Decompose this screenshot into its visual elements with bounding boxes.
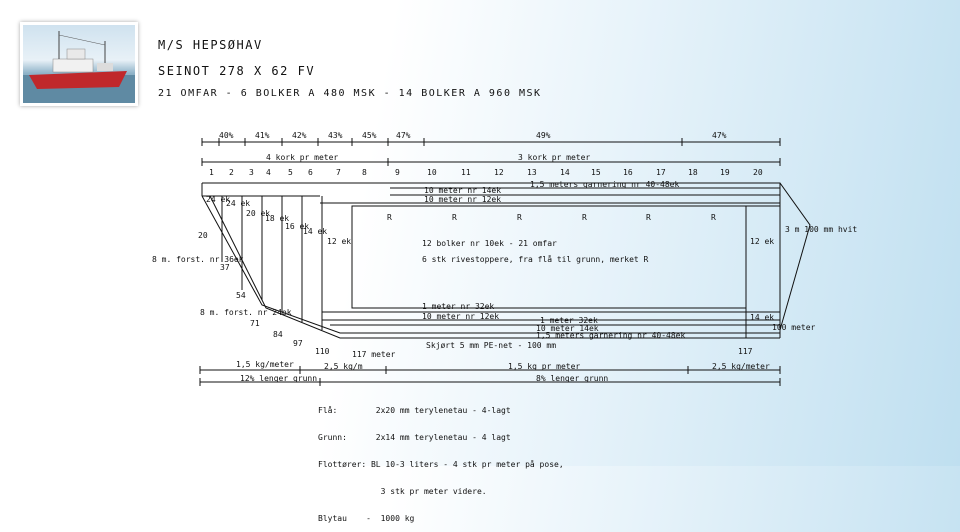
spec-line: Flottører: BL 10-3 liters - 4 stk pr met… [318, 460, 564, 469]
left-label-71: 71 [250, 319, 260, 328]
pct-label: 42% [292, 131, 307, 140]
right-end-label: 3 m 100 mm hvit [785, 225, 857, 234]
vessel-photo-illustration [23, 31, 135, 103]
spec-line: 3 stk pr meter videre. [318, 487, 487, 496]
bottom-line-14ek: 10 meter 14ek [536, 324, 599, 333]
garnering-bottom-label: 1,5 meters garnering nr 40-48ek [536, 331, 685, 340]
spec-line: Flå: 2x20 mm terylenetau - 4-lagt [318, 406, 511, 415]
garnering-top-label: 1,5 meters garnering nr 40-48ek [530, 180, 679, 189]
weight-label: 1,5 kg/meter [236, 360, 294, 369]
section-number: 20 [753, 168, 763, 177]
net-details: 21 OMFAR - 6 BOLKER A 480 MSK - 14 BOLKE… [158, 88, 542, 99]
vessel-name: M/S HEPSØHAV [158, 38, 263, 52]
wing-label: 18 ek [265, 214, 289, 223]
section-number: 6 [308, 168, 313, 177]
length-117-right: 117 [738, 347, 753, 356]
weight-label: 1,5 kg pr meter [508, 362, 580, 371]
cork-right-label: 3 kork pr meter [518, 153, 590, 162]
section-number: 17 [656, 168, 666, 177]
section-number: 4 [266, 168, 271, 177]
spec-line: Blytau - 1000 kg [318, 514, 415, 523]
wing-label: 16 ek [285, 222, 309, 231]
right-14ek-label: 14 ek [750, 313, 774, 322]
pct-label: 47% [396, 131, 411, 140]
rivestopper-marker: R [582, 213, 587, 222]
pct-label: 40% [219, 131, 234, 140]
left-label-110: 110 [315, 347, 330, 356]
rivestopper-marker: R [452, 213, 457, 222]
section-number: 8 [362, 168, 367, 177]
section-number: 11 [461, 168, 471, 177]
rivestopper-marker: R [646, 213, 651, 222]
wing-label: 24 ek [226, 199, 250, 208]
center-text-bolker: 12 bolker nr 10ek - 21 omfar [422, 239, 557, 248]
bottom-line-32ek: 1 meter nr 32ek [422, 302, 494, 311]
section-number: 5 [288, 168, 293, 177]
rivestopper-marker: R [517, 213, 522, 222]
section-number: 3 [249, 168, 254, 177]
left-label-54: 54 [236, 291, 246, 300]
pct-label: 41% [255, 131, 270, 140]
cork-left-label: 4 kork pr meter [266, 153, 338, 162]
section-numbers: 1 2 3 4 5 6 7 8 9 10 11 12 13 14 15 16 1… [209, 168, 763, 177]
rivestopper-markers: R R R R R R [387, 213, 716, 222]
section-number: 9 [395, 168, 400, 177]
wing-label: 20 ek [246, 209, 270, 218]
bottom-line-32ek-b: 1 meter 32ek [540, 316, 598, 325]
forst-bottom-label: 8 m. forst. nr 24ek [200, 308, 292, 317]
grunn-right-label: 8% lenger grunn [536, 374, 608, 383]
section-number: 18 [688, 168, 698, 177]
left-label-97: 97 [293, 339, 303, 348]
top-line-12ek: 10 meter nr 12ek [424, 195, 501, 204]
left-label-84: 84 [273, 330, 283, 339]
section-number: 2 [229, 168, 234, 177]
wing-label: 12 ek [327, 237, 351, 246]
section-number: 7 [336, 168, 341, 177]
rivestopper-marker: R [387, 213, 392, 222]
rivestopper-marker: R [711, 213, 716, 222]
section-number: 16 [623, 168, 633, 177]
center-text-rivestoppere: 6 stk rivestoppere, fra flå til grunn, m… [422, 254, 649, 264]
left-label-20: 20 [198, 231, 208, 240]
section-number: 10 [427, 168, 437, 177]
seine-net-diagram: 40% 41% 42% 43% 45% 47% 49% 47% 4 kork p… [152, 131, 857, 386]
net-spec-title: SEINOT 278 X 62 FV [158, 64, 316, 78]
wing-label: 14 ek [303, 227, 327, 236]
skjort-label: Skjørt 5 mm PE-net - 100 mm [426, 341, 556, 350]
diagram-lines [199, 138, 811, 386]
right-12ek-label: 12 ek [750, 237, 774, 246]
length-100-meter: 100 meter [772, 323, 816, 332]
rope-specification: Flå: 2x20 mm terylenetau - 4-lagt Grunn:… [318, 388, 564, 532]
pct-label: 49% [536, 131, 551, 140]
section-number: 19 [720, 168, 730, 177]
length-117-left: 117 meter [352, 350, 396, 359]
grunn-left-label: 12% lenger grunn [240, 374, 317, 383]
left-label-37: 37 [220, 263, 230, 272]
forst-top-label: 8 m. forst. nr 36ek [152, 255, 244, 264]
weight-label: 2,5 kg/m [324, 362, 363, 371]
section-number: 13 [527, 168, 537, 177]
top-line-14ek: 10 meter nr 14ek [424, 186, 501, 195]
bottom-line-12ek: 10 meter nr 12ek [422, 312, 499, 321]
pct-label: 45% [362, 131, 377, 140]
section-number: 1 [209, 168, 214, 177]
weight-label: 2,5 kg/meter [712, 362, 770, 371]
wing-label: 24 ek [206, 195, 230, 204]
section-number: 12 [494, 168, 504, 177]
spec-line: Grunn: 2x14 mm terylenetau - 4 lagt [318, 433, 511, 442]
pct-label: 43% [328, 131, 343, 140]
section-number: 15 [591, 168, 601, 177]
vessel-photo [20, 22, 138, 106]
pct-label: 47% [712, 131, 727, 140]
section-number: 14 [560, 168, 570, 177]
